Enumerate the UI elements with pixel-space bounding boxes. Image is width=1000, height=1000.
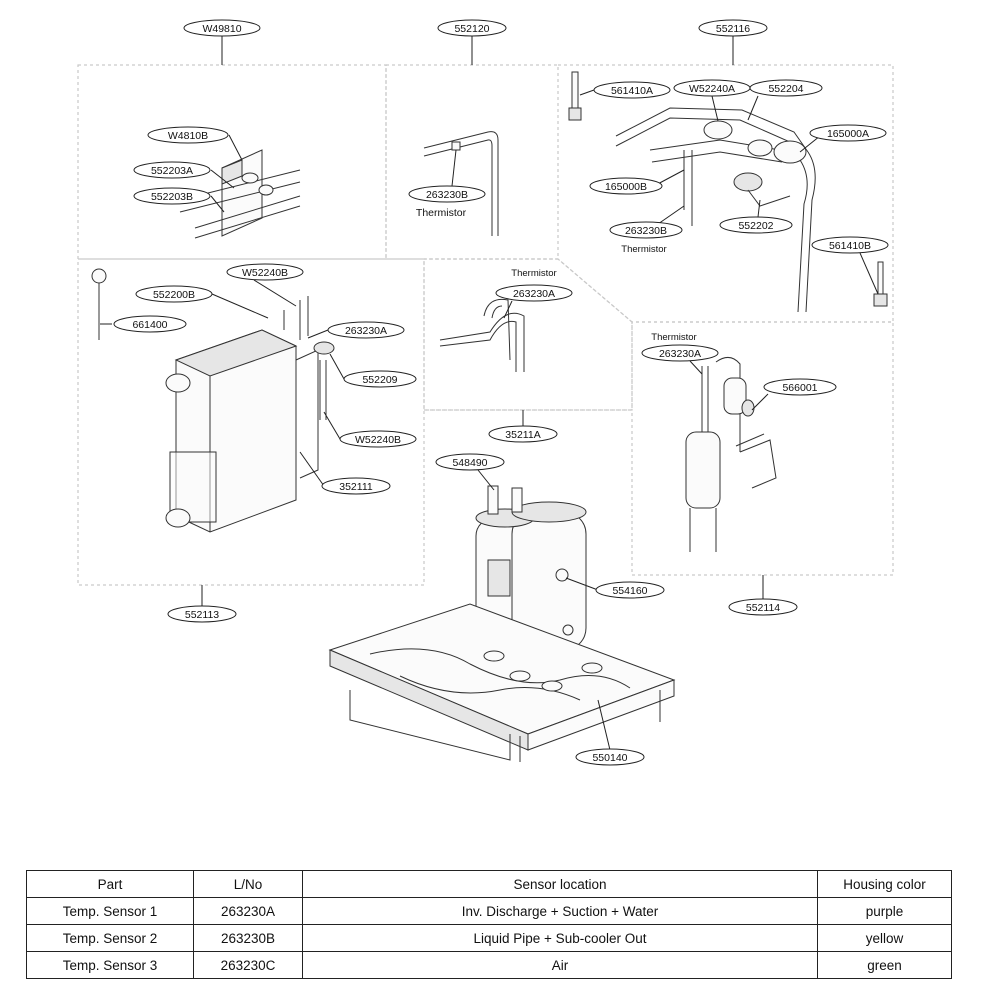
callout-548490: 548490 <box>435 453 505 491</box>
svg-text:552116: 552116 <box>716 23 750 35</box>
svg-text:263230B: 263230B <box>625 225 667 237</box>
cell-sensor-location: Inv. Discharge + Suction + Water <box>302 897 818 925</box>
plate-heat-exchanger <box>91 268 335 533</box>
accumulator-assembly <box>685 357 777 552</box>
svg-text:165000B: 165000B <box>605 181 647 193</box>
callout-552203b: 552203B <box>133 187 225 213</box>
svg-text:263230B: 263230B <box>426 189 468 201</box>
svg-text:561410A: 561410A <box>611 85 653 97</box>
svg-text:552200B: 552200B <box>153 289 195 301</box>
callout-552203a: 552203A <box>133 161 235 189</box>
callout-w52240a: W52240A <box>673 79 751 122</box>
cell-lno: 263230C <box>193 951 303 979</box>
callout-554160: 554160 <box>565 577 665 599</box>
cell-housing-color: purple <box>817 897 952 925</box>
cell-part: Temp. Sensor 2 <box>26 924 194 952</box>
table-row: Temp. Sensor 1 263230A Inv. Discharge + … <box>26 897 952 925</box>
table-row: Temp. Sensor 3 263230C Air green <box>26 951 952 979</box>
sensor-parts-table: Part L/No Sensor location Housing color … <box>26 870 952 979</box>
callout-263230a-water: 263230A <box>307 321 405 339</box>
group-label-552116: 552116 <box>698 19 768 65</box>
svg-text:W52240B: W52240B <box>242 267 288 279</box>
cell-sensor-location: Air <box>302 951 818 979</box>
svg-text:263230A: 263230A <box>659 348 701 360</box>
cell-housing-color: green <box>817 951 952 979</box>
cell-lno: 263230A <box>193 897 303 925</box>
group-label-552120: 552120 <box>437 19 507 65</box>
svg-text:Thermistor: Thermistor <box>621 244 666 255</box>
callout-263230a-thermistor-mid: Thermistor 263230A <box>495 268 573 319</box>
svg-text:W52240B: W52240B <box>355 434 401 446</box>
svg-text:548490: 548490 <box>452 457 487 469</box>
callout-566001: 566001 <box>751 378 837 411</box>
exploded-parts-diagram: W4810B 552203A 552203B 263230B Thermisto… <box>77 19 894 766</box>
callout-35211a: 35211A <box>488 410 558 443</box>
svg-text:552203A: 552203A <box>151 165 193 177</box>
callout-550140: 550140 <box>575 699 645 766</box>
svg-text:552114: 552114 <box>746 602 780 614</box>
callout-w52240b-top: W52240B <box>226 263 304 307</box>
callout-661400: 661400 <box>100 315 187 333</box>
column-header-part: Part <box>26 870 194 898</box>
bracket-assembly <box>179 149 301 239</box>
svg-text:35211A: 35211A <box>505 429 540 441</box>
callout-w4810b: W4810B <box>147 126 243 161</box>
svg-text:561410B: 561410B <box>829 240 871 252</box>
svg-text:Thermistor: Thermistor <box>511 268 556 279</box>
svg-text:263230A: 263230A <box>345 325 387 337</box>
svg-text:550140: 550140 <box>592 752 627 764</box>
callout-w52240b-lower: W52240B <box>323 411 417 448</box>
svg-text:Thermistor: Thermistor <box>651 332 696 343</box>
column-header-housing-color: Housing color <box>817 870 952 898</box>
svg-text:W49810: W49810 <box>202 23 241 35</box>
svg-text:552209: 552209 <box>362 374 397 386</box>
svg-text:W52240A: W52240A <box>689 83 735 95</box>
table-row: Temp. Sensor 2 263230B Liquid Pipe + Sub… <box>26 924 952 952</box>
svg-text:165000A: 165000A <box>827 128 869 140</box>
table-header-row: Part L/No Sensor location Housing color <box>26 870 952 898</box>
svg-text:263230A: 263230A <box>513 288 555 300</box>
group-label-552113: 552113 <box>167 585 237 623</box>
cell-housing-color: yellow <box>817 924 952 952</box>
svg-text:352111: 352111 <box>339 481 373 493</box>
svg-text:552120: 552120 <box>454 23 489 35</box>
piping-manifold <box>568 71 888 313</box>
svg-text:552202: 552202 <box>738 220 773 232</box>
svg-text:661400: 661400 <box>132 319 167 331</box>
cell-part: Temp. Sensor 1 <box>26 897 194 925</box>
callout-552200b: 552200B <box>135 285 269 319</box>
svg-text:554160: 554160 <box>612 585 647 597</box>
callout-263230a-thermistor-right: Thermistor 263230A <box>641 332 719 375</box>
svg-text:552204: 552204 <box>768 83 803 95</box>
callout-552204: 552204 <box>747 79 823 121</box>
base-frame <box>328 603 676 762</box>
cell-part: Temp. Sensor 3 <box>26 951 194 979</box>
compressor <box>475 485 587 651</box>
callout-352111: 352111 <box>299 451 391 495</box>
column-header-lno: L/No <box>193 870 303 898</box>
suction-pipe-assembly <box>439 298 525 372</box>
callout-263230b-thermistor: 263230B Thermistor <box>408 149 486 219</box>
svg-text:552113: 552113 <box>185 609 219 621</box>
callout-165000b: 165000B <box>589 169 685 195</box>
callout-561410a: 561410A <box>579 81 671 99</box>
svg-text:W4810B: W4810B <box>168 130 208 142</box>
svg-text:552203B: 552203B <box>151 191 193 203</box>
callout-561410b: 561410B <box>811 236 889 295</box>
callout-552209: 552209 <box>329 353 417 388</box>
liquid-pipe-assembly <box>423 131 499 236</box>
column-header-sensor-location: Sensor location <box>302 870 818 898</box>
cell-lno: 263230B <box>193 924 303 952</box>
group-label-552114: 552114 <box>728 575 798 616</box>
group-label-w49810: W49810 <box>183 19 261 65</box>
svg-text:566001: 566001 <box>782 382 817 394</box>
svg-text:Thermistor: Thermistor <box>416 207 467 219</box>
callout-263230b-thermistor-2: 263230B Thermistor <box>609 205 685 255</box>
callout-552202: 552202 <box>719 199 793 234</box>
callout-165000a: 165000A <box>799 124 887 153</box>
cell-sensor-location: Liquid Pipe + Sub-cooler Out <box>302 924 818 952</box>
